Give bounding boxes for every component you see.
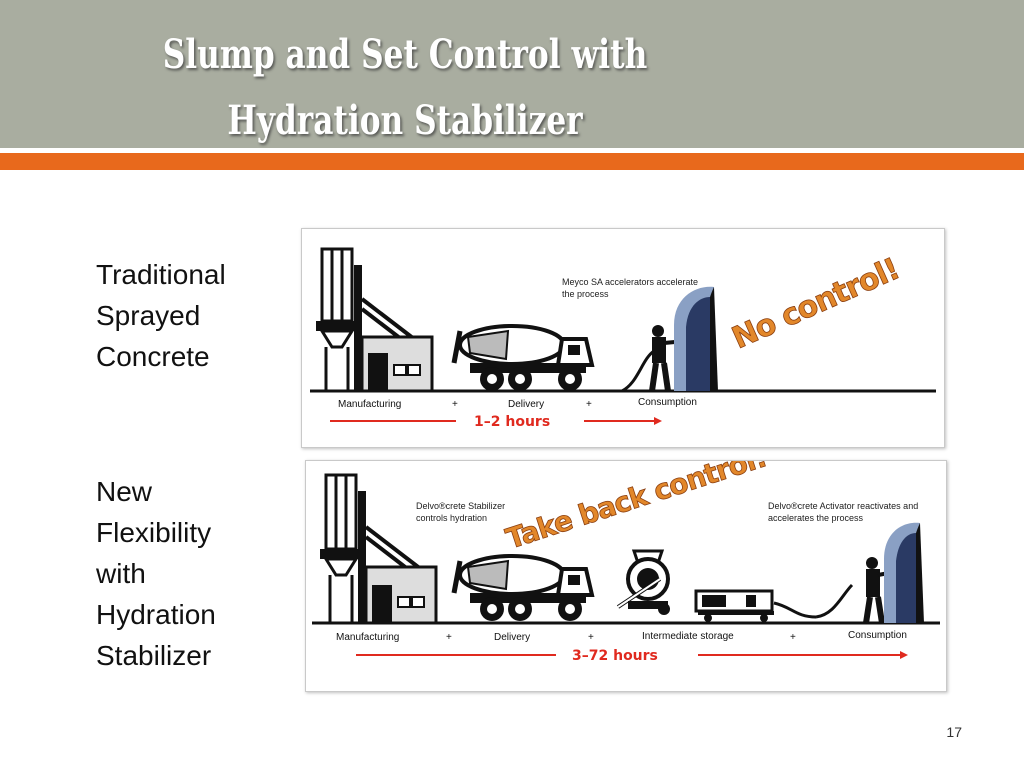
stabilizer-note-line: controls hydration — [416, 513, 487, 523]
new-flexibility-label-line: with — [96, 558, 146, 589]
traditional-process-diagram: Meyco SA accelerators accelerate the pro… — [301, 228, 945, 448]
stage-label-manufacturing: Manufacturing — [338, 399, 401, 410]
activator-note-line: accelerates the process — [768, 513, 864, 523]
mixer-truck-icon — [451, 324, 595, 391]
new-flexibility-label-line: Flexibility — [96, 517, 212, 548]
stabilizer-note-line: Delvo®crete Stabilizer — [416, 501, 505, 511]
slide-number: 17 — [946, 724, 962, 740]
accelerator-note-line: the process — [562, 289, 609, 299]
title-divider-orange — [0, 153, 1024, 170]
arrowhead-icon — [654, 417, 662, 425]
accelerator-note-line: Meyco SA accelerators accelerate — [562, 277, 698, 287]
traditional-label-line: Sprayed — [96, 300, 201, 331]
slide-title-line-2: Hydration Stabilizer — [227, 97, 583, 144]
sprayed-tunnel-arch-icon — [674, 286, 718, 391]
stage-label-delivery: Delivery — [508, 399, 544, 410]
stage-plus: + — [588, 632, 594, 643]
stage-label-delivery: Delivery — [494, 632, 530, 643]
no-control-callout: No control! — [727, 252, 904, 357]
duration-label: 1–2 hours — [474, 414, 550, 430]
stage-plus: + — [586, 399, 592, 410]
duration-label: 3–72 hours — [572, 648, 658, 664]
stabilizer-process-diagram: Delvo®crete Stabilizer controls hydratio… — [305, 460, 947, 692]
stage-plus: + — [446, 632, 452, 643]
concrete-plant-icon — [316, 247, 434, 393]
traditional-label-line: Traditional — [96, 259, 226, 290]
traditional-label-line: Concrete — [96, 341, 210, 372]
slide-title: Slump and Set Control with Hydration Sta… — [89, 22, 721, 154]
shotcrete-pump-icon — [694, 589, 817, 622]
slide-title-line-1: Slump and Set Control with — [162, 31, 648, 78]
title-band: Slump and Set Control with Hydration Sta… — [0, 0, 1024, 148]
concrete-plant-icon — [320, 473, 438, 625]
stage-plus: + — [790, 632, 796, 643]
shotcrete-nozzleman-icon — [815, 557, 901, 624]
stage-label-manufacturing: Manufacturing — [336, 632, 399, 643]
activator-note-line: Delvo®crete Activator reactivates and — [768, 501, 918, 511]
intermediate-storage-agitator-icon — [616, 549, 670, 615]
take-back-control-callout: Take back control! — [502, 461, 770, 556]
new-flexibility-label-line: Stabilizer — [96, 640, 212, 671]
new-flexibility-label-line: Hydration — [96, 599, 216, 630]
stage-label-consumption: Consumption — [638, 397, 697, 408]
arrowhead-icon — [900, 651, 908, 659]
new-flexibility-label-line: New — [96, 476, 153, 507]
sprayed-tunnel-arch-icon — [884, 522, 924, 623]
mixer-truck-icon — [451, 554, 595, 621]
new-flexibility-label: New Flexibility with Hydration Stabilize… — [96, 471, 286, 676]
title-divider-white — [0, 148, 1024, 153]
traditional-label: Traditional Sprayed Concrete — [96, 254, 286, 377]
stage-label-intermediate-storage: Intermediate storage — [642, 631, 734, 642]
stage-label-consumption: Consumption — [848, 630, 907, 641]
stage-plus: + — [452, 399, 458, 410]
